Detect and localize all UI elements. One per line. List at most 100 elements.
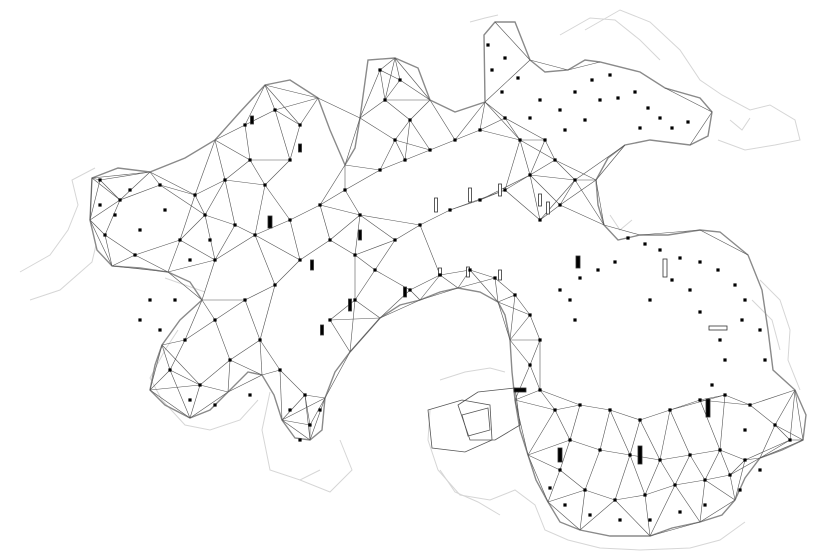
site-marker-15 <box>705 398 711 418</box>
site-marker-3 <box>320 324 324 336</box>
network-edge-9 <box>104 234 136 256</box>
network-edge-166 <box>439 269 471 276</box>
network-node-160 <box>188 398 192 402</box>
network-edge-212 <box>774 424 804 441</box>
network-edge-159 <box>359 69 381 119</box>
network-node-128 <box>718 338 722 342</box>
network-edge-202 <box>659 409 671 461</box>
network-edge-62 <box>274 259 301 286</box>
network-edge-107 <box>359 214 396 241</box>
network-node-46 <box>573 178 577 182</box>
network-edge-99 <box>354 299 381 319</box>
network-node-10 <box>298 123 302 127</box>
network-edge-125 <box>559 179 576 206</box>
site-marker-0 <box>267 215 273 229</box>
network-edge-152 <box>379 69 386 101</box>
network-edge-248 <box>729 474 736 501</box>
context-outline-5 <box>149 329 259 431</box>
network-node-83 <box>628 453 632 457</box>
network-node-55 <box>518 138 522 142</box>
network-edge-23 <box>249 159 266 186</box>
network-edge-88 <box>279 369 306 396</box>
network-edge-312 <box>149 384 201 391</box>
network-node-0 <box>98 178 102 182</box>
network-node-23 <box>298 258 302 262</box>
network-edge-163 <box>409 274 441 291</box>
network-node-40 <box>418 223 422 227</box>
network-edge-184 <box>509 339 531 366</box>
network-edge-139 <box>409 119 431 151</box>
network-node-106 <box>633 90 637 94</box>
network-edge-57 <box>344 169 381 191</box>
network-edge-34 <box>264 84 301 126</box>
network-edge-192 <box>579 404 611 411</box>
network-edge-90 <box>304 394 326 399</box>
network-edge-146 <box>479 129 521 141</box>
network-edge-148 <box>504 117 521 141</box>
network-edge-27 <box>214 124 246 141</box>
network-edge-158 <box>379 57 396 71</box>
network-node-3 <box>133 253 137 257</box>
network-edge-92 <box>281 394 306 421</box>
network-node-145 <box>648 518 652 522</box>
network-edge-20 <box>224 159 251 181</box>
network-node-89 <box>583 488 587 492</box>
network-node-155 <box>208 238 212 242</box>
network-edge-189 <box>554 404 581 411</box>
network-node-150 <box>113 213 117 217</box>
network-node-113 <box>583 118 587 122</box>
network-node-133 <box>596 268 600 272</box>
site-marker-14 <box>637 445 643 465</box>
network-edge-75 <box>184 299 203 341</box>
network-edge-194 <box>609 409 641 421</box>
network-edge-160 <box>394 119 411 141</box>
network-edge-317 <box>111 265 169 273</box>
network-node-22 <box>328 238 332 242</box>
network-edge-65 <box>254 234 276 286</box>
network-node-138 <box>758 328 762 332</box>
network-node-42 <box>478 198 482 202</box>
network-edge-18 <box>194 179 226 196</box>
network-node-24 <box>273 283 277 287</box>
network-edge-302 <box>324 351 351 399</box>
network-node-137 <box>558 288 562 292</box>
network-edge-13 <box>149 171 161 186</box>
network-node-44 <box>528 173 532 177</box>
network-node-63 <box>438 273 442 277</box>
network-edge-134 <box>344 164 381 171</box>
network-edge-37 <box>264 184 291 221</box>
network-edge-110 <box>359 214 421 226</box>
network-node-98 <box>516 76 520 80</box>
network-node-65 <box>493 276 497 280</box>
network-edge-242 <box>579 499 616 531</box>
network-edge-260 <box>359 117 396 141</box>
network-edge-117 <box>504 139 521 191</box>
network-edge-136 <box>404 149 431 161</box>
network-edge-71 <box>184 319 216 341</box>
network-node-87 <box>743 458 747 462</box>
network-edge-44 <box>179 239 216 261</box>
network-edge-211 <box>774 424 791 441</box>
network-edge-84 <box>229 339 261 361</box>
network-edge-233 <box>729 459 746 476</box>
network-edge-220 <box>584 449 601 491</box>
network-node-47 <box>558 203 562 207</box>
context-outline-12 <box>751 299 781 351</box>
network-edge-282 <box>794 389 804 441</box>
network-node-92 <box>673 483 677 487</box>
network-node-29 <box>198 383 202 387</box>
network-edge-122 <box>554 159 576 181</box>
network-node-68 <box>538 338 542 342</box>
network-edge-314 <box>167 271 203 301</box>
building-footprint-layer <box>427 387 521 453</box>
network-edge-255 <box>194 139 216 196</box>
network-node-73 <box>608 408 612 412</box>
network-edge-130 <box>529 174 541 221</box>
network-node-127 <box>670 278 674 282</box>
network-edge-272 <box>574 144 626 181</box>
network-node-119 <box>678 256 682 260</box>
network-edge-267 <box>484 59 531 103</box>
network-edge-135 <box>394 139 406 161</box>
network-edge-241 <box>614 494 646 501</box>
network-edge-86 <box>259 339 281 371</box>
